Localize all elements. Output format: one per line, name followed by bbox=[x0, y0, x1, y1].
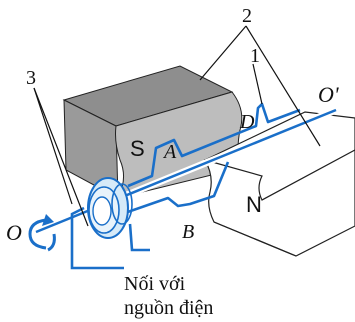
label-o-prime: O' bbox=[318, 82, 339, 107]
label-1: 1 bbox=[250, 45, 260, 67]
brush-wire-right bbox=[130, 224, 150, 250]
label-2: 2 bbox=[242, 5, 252, 27]
label-a: A bbox=[162, 141, 177, 163]
label-b: B bbox=[182, 221, 194, 243]
label-n: N bbox=[246, 192, 262, 217]
label-o: O bbox=[6, 220, 22, 245]
label-d: D bbox=[239, 111, 255, 133]
label-s: S bbox=[130, 136, 145, 161]
caption-line-2: nguồn điện bbox=[124, 297, 213, 319]
label-3: 3 bbox=[26, 67, 36, 89]
commutator-ring-inner bbox=[93, 197, 111, 225]
caption-line-1: Nối với bbox=[124, 273, 186, 295]
